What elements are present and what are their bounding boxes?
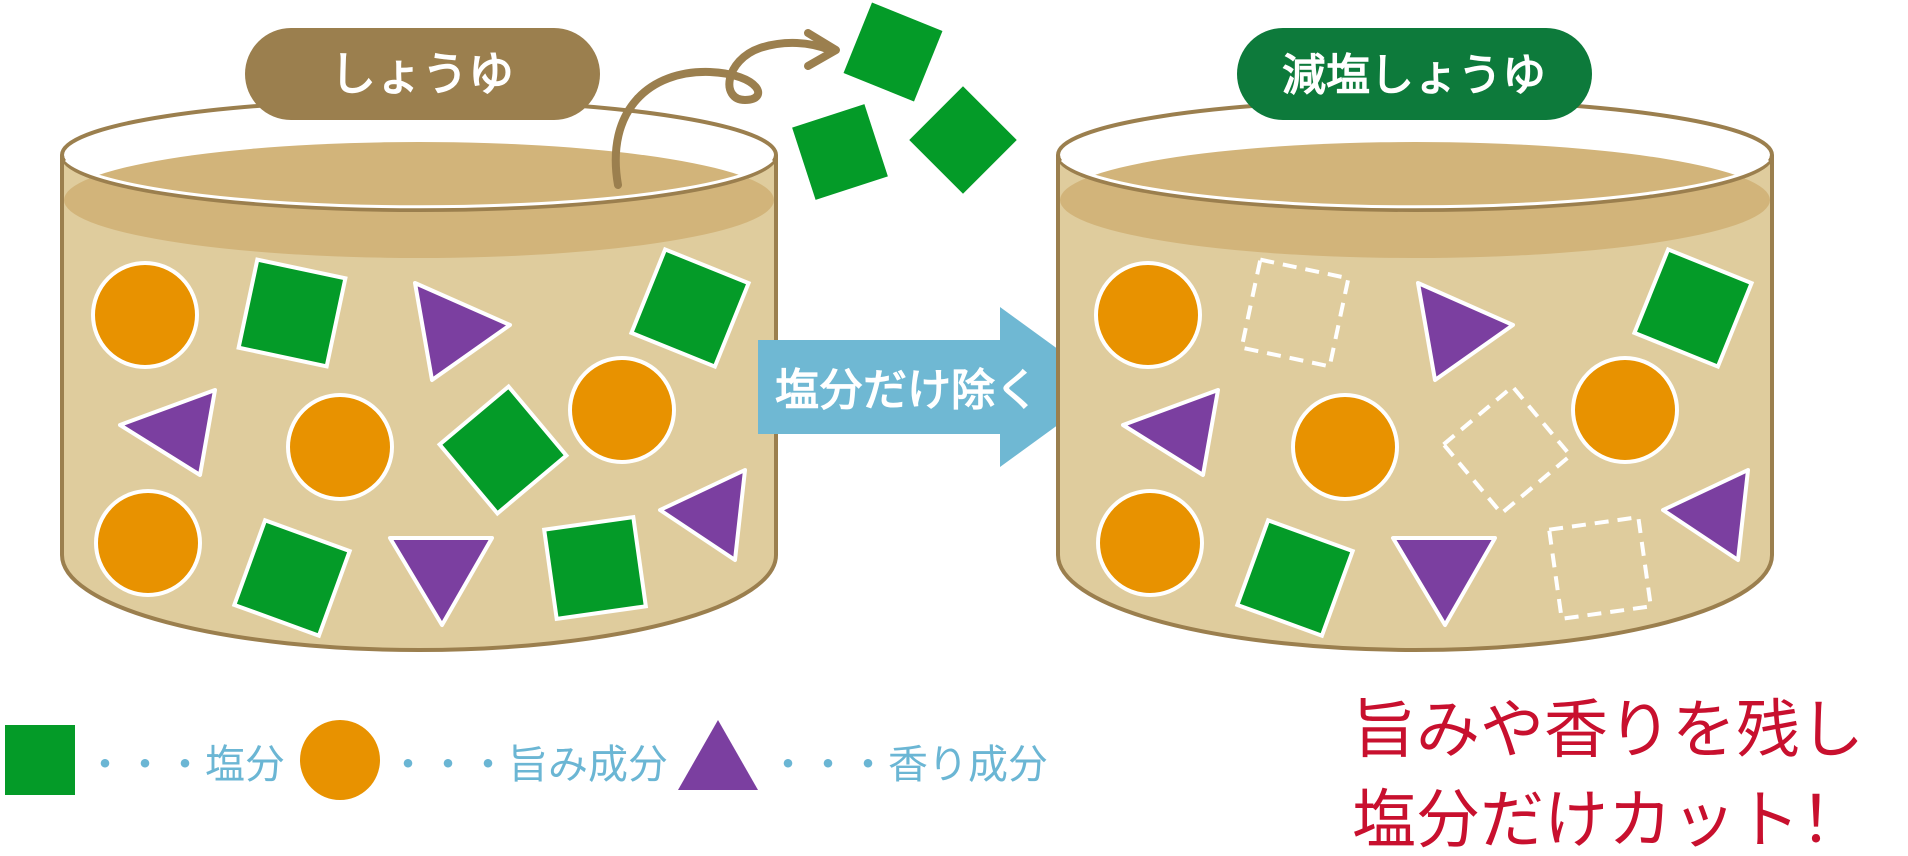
right-pot-label: 減塩しょうゆ (1282, 50, 1546, 101)
salt-square (231, 517, 353, 639)
legend-umami-label: ・・・旨み成分 (388, 742, 668, 788)
left-pot-liquid-surface (64, 142, 774, 258)
legend-aroma-label: ・・・香り成分 (768, 742, 1048, 788)
salt-square (1631, 246, 1755, 370)
legend-aroma-icon (678, 720, 758, 790)
aroma-triangle (1391, 536, 1497, 627)
salt-square (436, 383, 570, 517)
umami-circle (1096, 489, 1204, 597)
escaped-salt-square (909, 86, 1017, 194)
left-pot-rim-gloss (64, 158, 774, 209)
process-arrow: 塩分だけ除く (758, 307, 1110, 467)
salt-removal-curve (611, 38, 834, 189)
aroma-triangle (118, 388, 217, 477)
caption: 旨みや香りを残し 塩分だけカット！ (1352, 694, 1864, 856)
escaped-salt (792, 2, 1017, 200)
aroma-triangle (388, 536, 494, 627)
salt-square (628, 246, 752, 370)
umami-circle (1094, 261, 1202, 369)
right-pot-label-pill (1237, 28, 1592, 120)
right-pot: 減塩しょうゆ (1056, 28, 1774, 652)
process-arrow-label: 塩分だけ除く (775, 365, 1039, 416)
escaped-salt-square (843, 2, 943, 102)
aroma-triangle (658, 468, 747, 562)
aroma-triangle (1661, 468, 1750, 562)
salt-square (1234, 517, 1356, 639)
left-pot-label: しょうゆ (330, 47, 514, 101)
caption-line-2: 塩分だけカット！ (1352, 784, 1864, 856)
right-pot-rim-gloss (1060, 158, 1770, 209)
umami-circle (94, 489, 202, 597)
umami-circle (1291, 393, 1399, 501)
legend-salt-icon (5, 725, 75, 795)
salt-square (236, 257, 348, 369)
legend: ・・・塩分 ・・・旨み成分 ・・・香り成分 (5, 720, 1048, 800)
escaped-salt-square (792, 104, 888, 200)
legend-salt-label: ・・・塩分 (85, 742, 285, 788)
umami-circle (568, 356, 676, 464)
umami-circle (91, 261, 199, 369)
left-pot-label-pill (245, 28, 600, 120)
salt-removal-arrowhead (804, 29, 840, 70)
caption-line-1: 旨みや香りを残し (1352, 694, 1864, 768)
legend-umami-icon (300, 720, 380, 800)
right-pot-liquid-surface (1060, 142, 1770, 258)
umami-circle (1571, 356, 1679, 464)
aroma-triangle (413, 281, 512, 382)
umami-circle (286, 393, 394, 501)
process-arrow-shape (758, 307, 1110, 467)
salt-square (541, 514, 649, 622)
left-pot: しょうゆ (60, 28, 840, 652)
aroma-triangle (1121, 388, 1220, 477)
aroma-triangle (1416, 281, 1515, 382)
